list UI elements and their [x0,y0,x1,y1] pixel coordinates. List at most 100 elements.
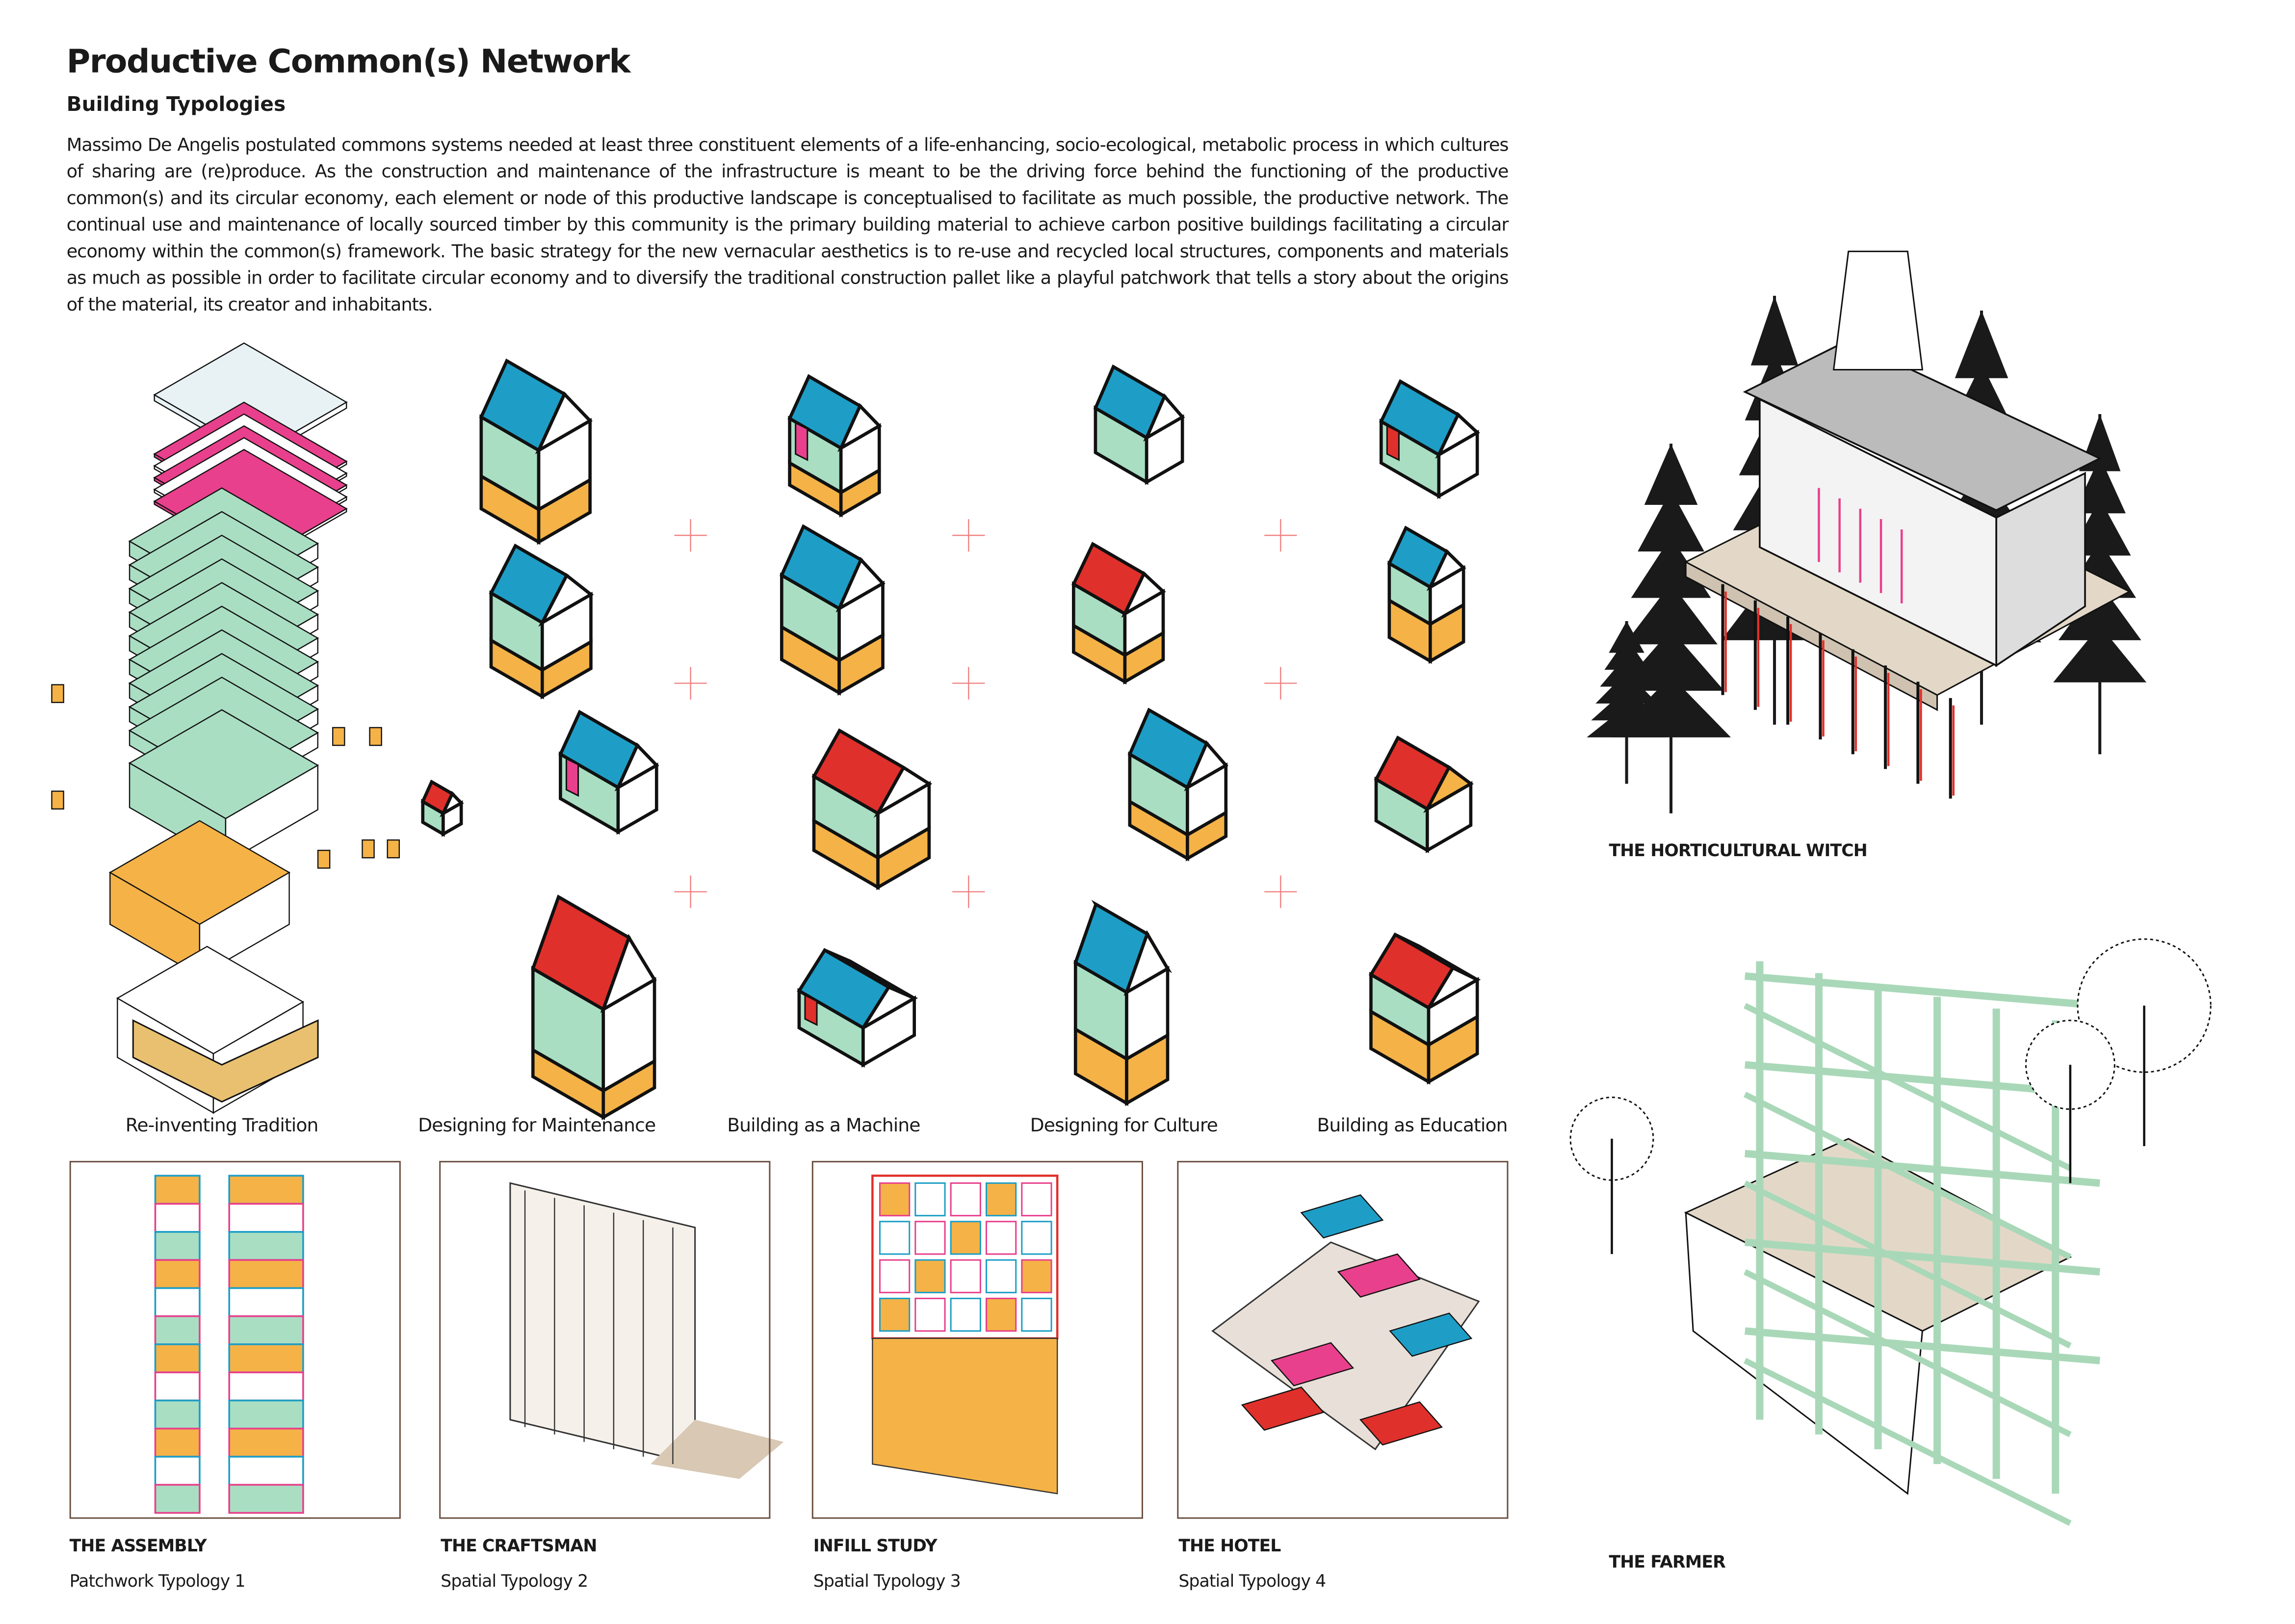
building-axonometric [787,374,882,518]
typology-title: THE HOTEL [1178,1535,1281,1556]
facade-module [228,1484,304,1514]
facade-module [228,1231,304,1261]
building-axonometric [780,524,886,696]
feature-title-horticultural-witch: THE HORTICULTURAL WITCH [1609,840,1867,861]
grid-cross-marker [1264,667,1297,700]
building-axonometric [531,894,657,1120]
infill-module [1021,1297,1052,1332]
infill-module [914,1259,946,1293]
horticultural-witch-drawing [1587,250,2147,813]
grid-cross-marker [952,875,985,908]
panel-assembly [69,1161,401,1519]
infill-module [1021,1259,1052,1293]
building-axonometric [1071,542,1166,685]
facade-module [228,1203,304,1233]
building-axonometric [797,948,918,1068]
typology-subtitle: Spatial Typology 3 [813,1571,961,1592]
infill-module [950,1259,981,1293]
farmer-drawing [1569,938,2212,1526]
timber-beam [1745,1327,2100,1364]
facade-module [154,1287,201,1317]
infill-module [879,1259,911,1293]
gable [1143,393,1185,442]
accent-panel [804,994,818,1026]
typology-subtitle: Spatial Typology 2 [441,1571,588,1592]
building-axonometric [1368,932,1481,1085]
facade-module [154,1315,201,1345]
building-axonometric [558,709,659,835]
gable [1426,549,1466,591]
infill-module [914,1221,946,1255]
gable [1184,740,1228,791]
infill-module [1021,1221,1052,1255]
stone-plinth [132,1019,319,1103]
feature-title-farmer: THE FARMER [1609,1551,1725,1572]
facade-module [154,1484,201,1514]
facade-module [228,1456,304,1486]
timber-beam [1744,1003,2072,1171]
exploded-axonometric [51,342,400,1114]
intro-paragraph: Massimo De Angelis postulated commons sy… [66,134,1509,315]
caption-re-inventing-tradition: Re-inventing Tradition [125,1113,319,1136]
infill-module [985,1221,1017,1255]
infill-module [950,1221,981,1255]
infill-block [872,1337,1058,1494]
timber-beam [1744,1269,2072,1438]
typology-subtitle: Spatial Typology 4 [1178,1571,1326,1592]
ground-plane [651,1419,784,1479]
grid-cross-marker [674,519,707,552]
facade-module [228,1399,304,1430]
typology-title: THE CRAFTSMAN [441,1535,597,1556]
infill-module [879,1221,911,1255]
window-component [332,727,345,746]
window-component [51,790,64,810]
side-facade [1995,471,2086,667]
typology-subtitle: Patchwork Typology 1 [69,1571,246,1592]
gable [1123,930,1170,996]
facade-module [228,1287,304,1317]
gable [835,556,886,613]
gable [1427,966,1481,1010]
building-axonometric [1387,525,1466,664]
facade-module [154,1175,201,1205]
building-axonometric [1374,735,1474,853]
infill-module [1021,1182,1052,1217]
gable [861,985,918,1029]
building-axonometric [489,543,594,700]
hotel-roof [1337,1253,1421,1298]
facade-module [228,1427,304,1458]
grid-cross-marker [952,519,985,552]
hotel-roof [1300,1194,1384,1239]
window-component [317,849,331,869]
gable [535,391,593,454]
facade-module [154,1399,201,1430]
infill-module [879,1297,911,1332]
building-axonometric [1093,364,1185,485]
panel-craftsman [439,1161,771,1519]
typology-title: THE ASSEMBLY [69,1535,207,1556]
facade-module [154,1371,201,1402]
typology-title: INFILL STUDY [813,1535,938,1556]
gable [1435,412,1480,459]
gable [538,573,594,627]
timber-beam [1744,1180,2072,1349]
page-title: Productive Common(s) Network [66,44,631,81]
facade-module [154,1231,201,1261]
accent-panel [1386,424,1400,461]
gable [614,742,659,792]
grid-cross-marker [1264,875,1297,908]
infill-module [914,1182,946,1217]
infill-module [985,1182,1017,1217]
grid-cross-marker [674,875,707,908]
hotel-roof [1389,1312,1473,1357]
facade-module [154,1259,201,1289]
gable [837,403,882,452]
typology-panels [154,1175,1480,1514]
grid-cross-marker [674,667,707,700]
window-component [369,727,382,746]
hotel-roof [1271,1342,1355,1387]
gable [600,934,657,1013]
caption-designing-for-maintenance: Designing for Maintenance [418,1113,656,1136]
building-axonometric [479,358,593,545]
